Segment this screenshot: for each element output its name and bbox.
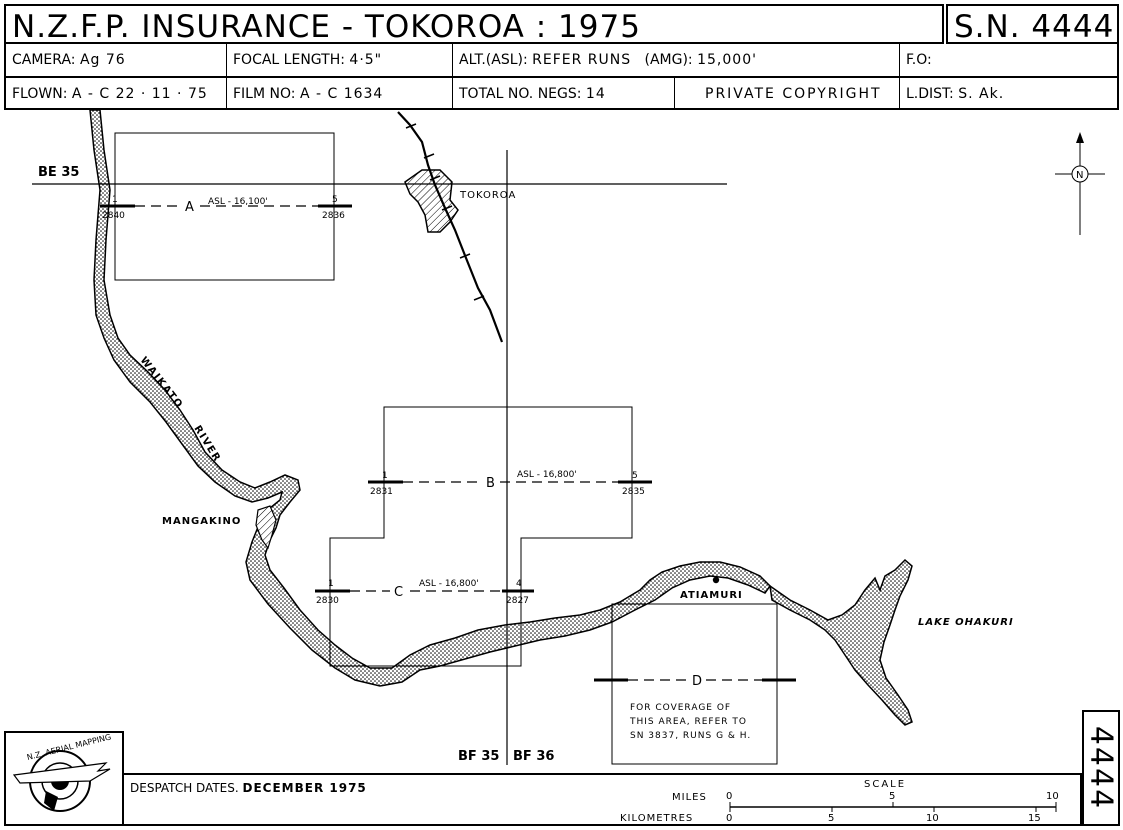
details-row-2: FLOWN: A - C 22 · 11 · 75 FILM NO: A - C… <box>4 78 1119 110</box>
run-b-asl: ASL - 16,800' <box>517 470 577 480</box>
run-a-label: A <box>185 200 194 215</box>
tokoroa-settlement <box>404 169 459 233</box>
coverage-note-line-2: THIS AREA, REFER TO <box>629 717 747 727</box>
copyright-label: PRIVATE COPYRIGHT <box>705 86 882 102</box>
camera-value: Ag 76 <box>79 52 126 68</box>
run-c-end-neg: 2827 <box>506 596 529 606</box>
run-a-start-neg: 2840 <box>102 211 125 221</box>
place-tokoroa: TOKOROA <box>459 190 516 201</box>
focal-length-label: FOCAL LENGTH: <box>233 52 345 68</box>
despatch-scale-bar: DESPATCH DATES. DECEMBER 1975 SCALE MILE… <box>124 773 1082 826</box>
film-number-cell: FILM NO: A - C 1634 <box>226 78 452 108</box>
run-c-label: C <box>394 585 403 600</box>
waikato-river <box>89 110 771 687</box>
side-serial-number: 4444 <box>1083 725 1119 811</box>
alt-asl-label: ALT.(ASL): <box>459 52 528 68</box>
run-a-asl: ASL - 16,100' <box>208 197 268 207</box>
km-tick-0: 0 <box>726 813 732 824</box>
side-serial-box: 4444 <box>1082 710 1120 826</box>
sortie-title-box: N.Z.F.P. INSURANCE - TOKOROA : 1975 <box>4 4 944 45</box>
despatch-dates: DESPATCH DATES. DECEMBER 1975 <box>130 781 367 795</box>
total-negs-cell: TOTAL NO. NEGS: 14 <box>452 78 674 108</box>
serial-number-box: S.N. 4444 <box>946 4 1119 45</box>
north-arrow: N <box>1055 132 1105 235</box>
sortie-title: N.Z.F.P. INSURANCE - TOKOROA : 1975 <box>12 9 641 45</box>
run-c-asl: ASL - 16,800' <box>419 579 479 589</box>
miles-label: MILES <box>672 792 707 803</box>
run-a: 1 2840 A ASL - 16,100' 5 2836 <box>100 195 352 221</box>
lake-ohakuri <box>769 558 913 726</box>
flight-plot-map: BE 35 BF 35 BF 36 1 2840 A ASL - 16,100'… <box>32 110 1105 765</box>
film-number-value: A - C 1634 <box>299 86 384 102</box>
run-c-start-frame: 1 <box>328 579 334 589</box>
miles-tick-5: 5 <box>889 791 895 802</box>
atiamuri-point <box>712 576 720 584</box>
grid-label-bf35: BF 35 <box>458 749 499 764</box>
km-label: KILOMETRES <box>620 813 693 824</box>
railway-ticks <box>405 123 485 301</box>
fo-label: F.O: <box>906 52 932 68</box>
miles-tick-0: 0 <box>726 791 732 802</box>
company-logo: N.Z. AERIAL MAPPING <box>4 731 124 826</box>
place-mangakino: MANGAKINO <box>162 516 241 527</box>
scale-title: SCALE <box>864 779 906 790</box>
despatch-label: DESPATCH DATES. <box>130 781 239 795</box>
run-b-start-neg: 2831 <box>370 487 393 497</box>
serial-number: S.N. 4444 <box>954 9 1115 45</box>
total-negs-label: TOTAL NO. NEGS: <box>459 86 582 102</box>
run-a-end-frame: 5 <box>332 195 338 205</box>
railway-line <box>397 111 504 343</box>
grid-label-be35: BE 35 <box>38 165 79 180</box>
flown-value: A - C 22 · 11 · 75 <box>71 86 208 102</box>
despatch-value: DECEMBER 1975 <box>242 781 367 795</box>
km-tick-15: 15 <box>1028 813 1041 824</box>
focal-length-cell: FOCAL LENGTH: 4·5" <box>226 44 452 76</box>
fo-cell: F.O: <box>899 44 1121 76</box>
ldist-cell: L.DIST: S. Ak. <box>899 78 1121 108</box>
coverage-note-line-1: FOR COVERAGE OF <box>630 703 731 713</box>
details-row-1: CAMERA: Ag 76 FOCAL LENGTH: 4·5" ALT.(AS… <box>4 44 1119 78</box>
grid-label-bf36: BF 36 <box>513 749 554 764</box>
run-b-start-frame: 1 <box>382 471 388 481</box>
place-atiamuri: ATIAMURI <box>680 590 743 601</box>
footer: N.Z. AERIAL MAPPING DESPATCH DATES. DECE… <box>4 731 1082 826</box>
total-negs-value: 14 <box>585 86 606 102</box>
flown-cell: FLOWN: A - C 22 · 11 · 75 <box>6 78 226 108</box>
run-a-start-frame: 1 <box>112 195 118 205</box>
ldist-label: L.DIST: <box>906 86 954 102</box>
focal-length-value: 4·5" <box>349 52 383 68</box>
altitude-cell: ALT.(ASL): REFER RUNS (AMG): 15,000' <box>452 44 899 76</box>
ldist-value: S. Ak. <box>958 86 1005 102</box>
coverage-note-line-3: SN 3837, RUNS G & H. <box>630 731 751 741</box>
run-b: 1 2831 B ASL - 16,800' 5 2835 <box>368 470 652 497</box>
alt-amg-label: (AMG): <box>644 52 693 68</box>
copyright-cell: PRIVATE COPYRIGHT <box>674 78 899 108</box>
run-d: D <box>594 674 796 689</box>
run-c-end-frame: 4 <box>516 579 522 589</box>
run-d-coverage <box>611 603 778 765</box>
alt-amg-value: 15,000' <box>697 52 757 68</box>
km-tick-5: 5 <box>828 813 834 824</box>
run-c-start-neg: 2830 <box>316 596 339 606</box>
flown-label: FLOWN: <box>12 86 68 102</box>
run-d-label: D <box>692 674 702 689</box>
run-bc-coverage <box>329 406 633 667</box>
place-lake-ohakuri: LAKE OHAKURI <box>918 617 1014 628</box>
run-b-end-neg: 2835 <box>622 487 645 497</box>
km-tick-10: 10 <box>926 813 939 824</box>
miles-tick-10: 10 <box>1046 791 1059 802</box>
scale-bar: SCALE MILES KILOMETRES 0 5 10 0 5 10 15 <box>620 779 1059 824</box>
film-number-label: FILM NO: <box>233 86 296 102</box>
run-c: 1 2830 C ASL - 16,800' 4 2827 <box>315 579 534 606</box>
logo-text: N.Z. AERIAL MAPPING <box>26 733 112 762</box>
camera-cell: CAMERA: Ag 76 <box>6 44 226 76</box>
mangakino-settlement <box>255 505 277 550</box>
camera-label: CAMERA: <box>12 52 76 68</box>
run-a-end-neg: 2836 <box>322 211 345 221</box>
north-symbol: N <box>1076 170 1083 181</box>
run-b-end-frame: 5 <box>632 471 638 481</box>
alt-asl-value: REFER RUNS <box>532 52 632 68</box>
run-b-label: B <box>486 476 495 491</box>
